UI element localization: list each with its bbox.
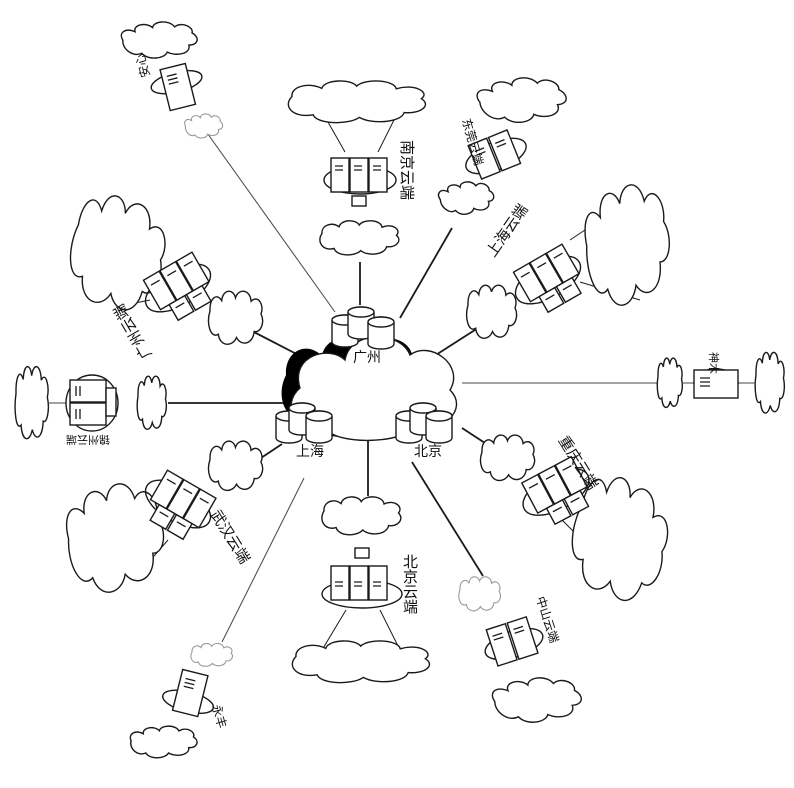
server-pair-icon bbox=[65, 374, 119, 432]
link-shanghai-yongfeng bbox=[221, 477, 305, 643]
hub-label-shanghai: 上海 bbox=[296, 444, 324, 460]
site-label-anxin: 安心 bbox=[132, 52, 153, 79]
hub-label-guangzhou: 广州 bbox=[353, 350, 381, 366]
hub-beijing: 北京 bbox=[395, 402, 453, 460]
server-cluster-icon bbox=[520, 455, 590, 526]
server-icon bbox=[150, 62, 203, 112]
site-label-nanjing: 南京云端 bbox=[398, 140, 416, 200]
site-yongfeng: 永丰 bbox=[125, 644, 232, 760]
site-label-zhongshan: 中山云端 bbox=[533, 594, 562, 644]
server-icon bbox=[162, 668, 215, 718]
server-cluster-icon bbox=[512, 243, 583, 314]
server-icon bbox=[693, 368, 739, 399]
site-jinzhou: 锦州云端 bbox=[15, 367, 166, 447]
site-label-beijing-cloud: 北京云端 bbox=[401, 554, 419, 614]
site-label-shanghai-cloud: 上海云端 bbox=[483, 201, 532, 260]
hub-shanghai: 上海 bbox=[275, 402, 333, 460]
site-beijing-cloud: 北京云端 bbox=[292, 497, 429, 683]
server-cluster-icon bbox=[323, 157, 397, 207]
site-label-jinzhou: 锦州云端 bbox=[66, 433, 110, 447]
database-icon bbox=[425, 410, 453, 444]
site-shenmu: 神木 bbox=[657, 352, 784, 413]
database-icon bbox=[367, 316, 395, 350]
hub-label-beijing: 北京 bbox=[414, 444, 442, 460]
link-beijing-zhongshan bbox=[411, 461, 484, 577]
server-cluster-icon bbox=[144, 469, 217, 541]
site-label-shenmu: 神木 bbox=[707, 352, 721, 374]
hub-guangzhou: 广州 bbox=[331, 306, 395, 366]
site-nanjing: 南京云端 bbox=[288, 81, 425, 255]
site-guangzhou-cloud: 广州云端 bbox=[62, 185, 262, 362]
links-layer bbox=[168, 129, 660, 643]
server-cluster-icon bbox=[142, 251, 213, 322]
link-guangzhou-dongguan bbox=[399, 227, 453, 319]
site-wuhan: 武汉云端 bbox=[58, 441, 263, 602]
site-chongqing: 重庆云端 bbox=[481, 433, 677, 617]
site-label-wuhan: 武汉云端 bbox=[207, 507, 254, 567]
site-zhongshan: 中山云端 bbox=[459, 577, 591, 727]
site-dongguan: 东莞云端 bbox=[433, 73, 577, 218]
site-anxin: 安心 bbox=[114, 19, 226, 141]
server-cluster-icon bbox=[321, 547, 403, 609]
server-pair-icon bbox=[465, 129, 527, 180]
server-pair-icon bbox=[484, 616, 544, 667]
link-guangzhou-anxin bbox=[204, 129, 336, 313]
database-icon bbox=[305, 410, 333, 444]
site-shanghai-cloud: 上海云端 bbox=[467, 174, 678, 339]
site-label-yongfeng: 永丰 bbox=[209, 703, 229, 730]
site-label-guangzhou-cloud: 广州云端 bbox=[110, 301, 156, 362]
